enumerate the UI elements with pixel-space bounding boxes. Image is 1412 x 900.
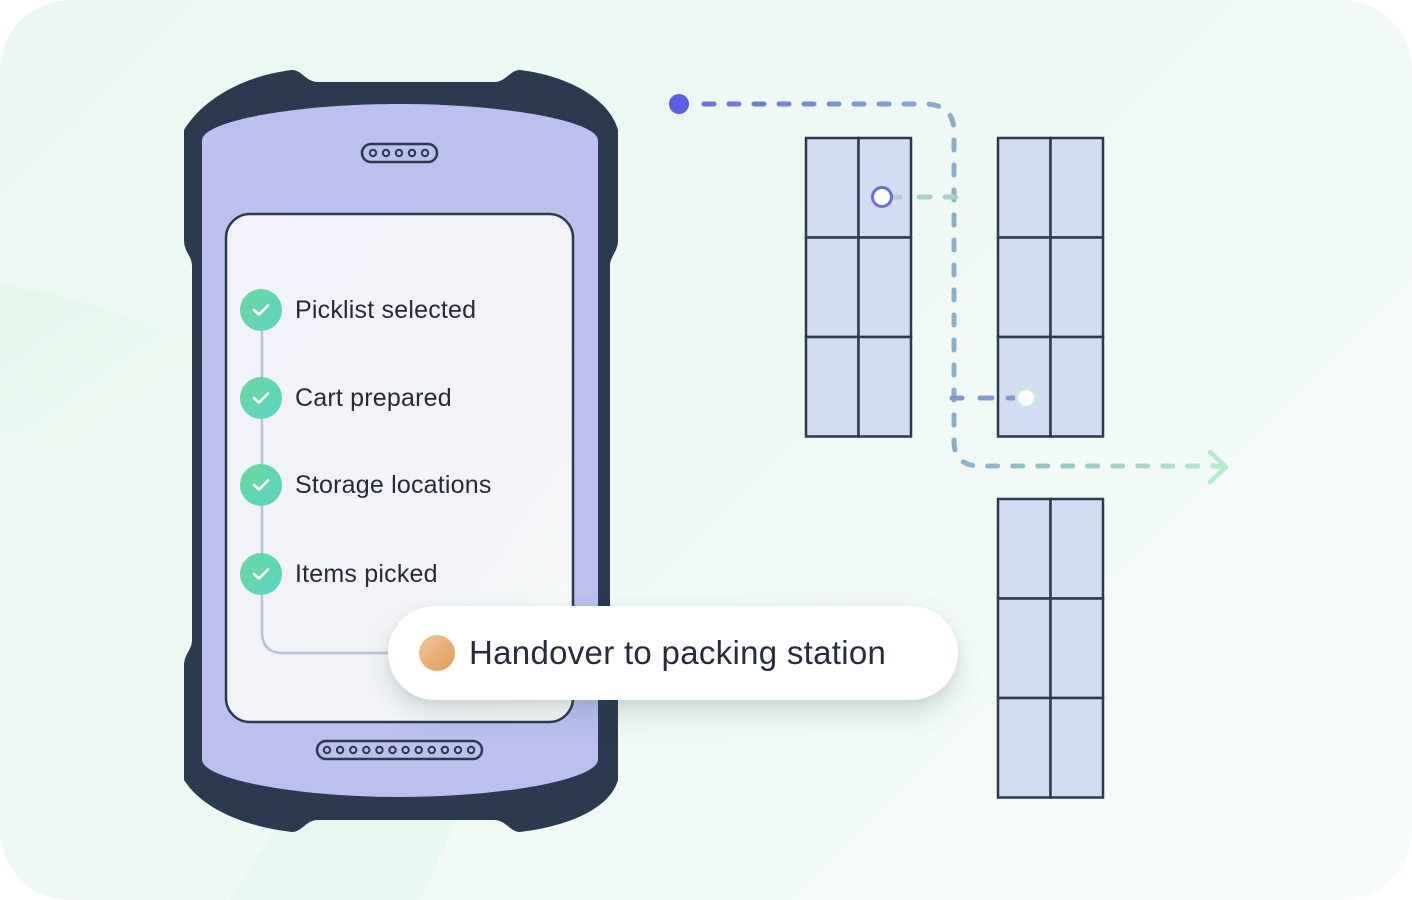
step-cart-prepared: Cart prepared xyxy=(240,376,452,420)
shelf-bin xyxy=(1049,236,1105,339)
shelf-bin xyxy=(857,335,913,438)
route-start-dot xyxy=(669,94,689,114)
route-stop-2 xyxy=(1015,387,1037,409)
grille-hole xyxy=(414,745,423,755)
shelf-bin xyxy=(1049,597,1105,700)
current-step-label: Handover to packing station xyxy=(469,634,887,671)
check-icon xyxy=(240,377,282,419)
grille-hole xyxy=(381,148,391,158)
shelf-bin xyxy=(996,497,1052,600)
step-label: Items picked xyxy=(295,559,438,588)
device-screen xyxy=(224,212,575,724)
shelf-bin xyxy=(804,136,860,239)
shelf-unit xyxy=(804,136,913,438)
grille-hole xyxy=(440,745,450,755)
check-icon xyxy=(240,553,282,595)
check-icon xyxy=(240,289,282,331)
speaker-grille-bottom xyxy=(315,739,484,761)
step-label: Storage locations xyxy=(295,470,492,499)
step-storage-locations: Storage locations xyxy=(240,463,492,507)
grille-hole xyxy=(388,745,397,755)
grille-hole xyxy=(335,745,345,755)
step-label: Picklist selected xyxy=(295,295,477,324)
grille-hole xyxy=(453,745,463,755)
shelf-bin xyxy=(996,696,1052,799)
shelf-bin xyxy=(1049,497,1105,600)
shelf-bin xyxy=(804,335,860,438)
picking-route xyxy=(669,94,1229,485)
step-label: Cart prepared xyxy=(295,383,452,412)
grille-hole xyxy=(407,148,417,158)
grille-hole xyxy=(466,745,476,755)
grille-hole xyxy=(375,745,384,755)
shelf-bin xyxy=(1049,335,1105,438)
grille-hole xyxy=(401,745,410,755)
status-dot-icon xyxy=(419,635,455,671)
grille-hole xyxy=(349,745,358,755)
shelf-bin xyxy=(996,597,1052,700)
grille-hole xyxy=(362,745,371,755)
grille-hole xyxy=(322,745,332,755)
grille-hole xyxy=(427,745,436,755)
shelf-bin xyxy=(996,236,1052,339)
grille-hole xyxy=(394,148,404,158)
handheld-device xyxy=(184,70,618,832)
check-icon xyxy=(240,464,282,506)
grille-hole xyxy=(420,148,430,158)
timeline-connector xyxy=(260,310,400,655)
route-stop-1 xyxy=(871,186,893,208)
shelf-bin xyxy=(1049,136,1105,239)
shelf-bin xyxy=(996,136,1052,239)
shelf-unit xyxy=(996,497,1105,799)
speaker-grille-top xyxy=(360,142,439,164)
step-items-picked: Items picked xyxy=(240,552,438,596)
shelf-bin xyxy=(857,236,913,339)
current-step-badge: Handover to packing station xyxy=(388,606,958,700)
shelf-bin xyxy=(804,236,860,339)
grille-hole xyxy=(368,148,378,158)
storage-shelves xyxy=(804,136,1105,799)
shelf-unit xyxy=(996,136,1105,438)
shelf-bin xyxy=(996,335,1052,438)
step-picklist-selected: Picklist selected xyxy=(240,288,476,332)
route-path-main xyxy=(701,101,1225,469)
shelf-bin xyxy=(1049,696,1105,799)
route-arrow-icon xyxy=(1207,449,1229,485)
